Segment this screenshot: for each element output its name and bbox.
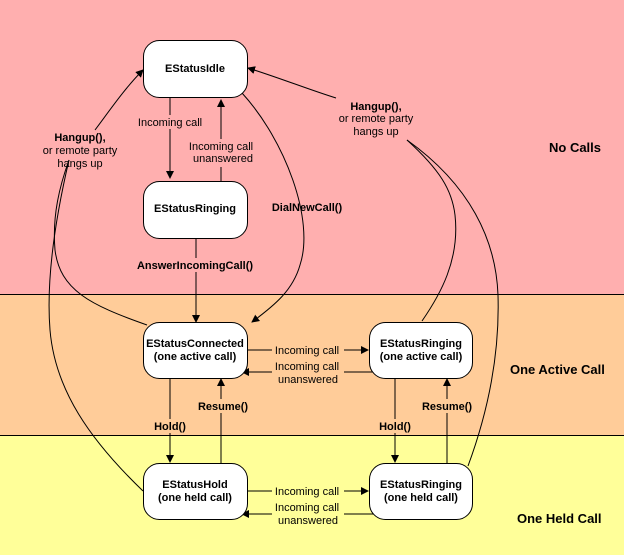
label-hangup-right-2: or remote party bbox=[339, 113, 414, 125]
edge-ringing-active-hangup bbox=[406, 139, 457, 322]
label-hold-right: Hold() bbox=[379, 421, 411, 433]
node-estatus-ringing-active: EStatusRinging (one active call) bbox=[369, 322, 473, 379]
label-hangup-left-3: hangs up bbox=[57, 158, 102, 170]
node-idle-title: EStatusIdle bbox=[165, 63, 225, 75]
node-connected-subtitle: (one active call) bbox=[154, 351, 237, 363]
node-hold-title: EStatusHold bbox=[162, 479, 227, 491]
node-estatus-connected: EStatusConnected (one active call) bbox=[143, 322, 248, 379]
label-answer-incoming-call: AnswerIncomingCall() bbox=[137, 260, 253, 272]
band-label-one-active-call: One Active Call bbox=[510, 362, 605, 377]
label-incoming-call-active: Incoming call bbox=[275, 345, 339, 357]
label-hangup-right-3: hangs up bbox=[353, 126, 398, 138]
label-dial-new-call: DialNewCall() bbox=[272, 202, 343, 214]
band-label-one-held-call: One Held Call bbox=[517, 511, 602, 526]
node-ringing-active-subtitle: (one active call) bbox=[380, 351, 463, 363]
node-estatus-hold: EStatusHold (one held call) bbox=[143, 463, 248, 520]
edge-hangup-connected-to-idle bbox=[53, 159, 148, 326]
node-ringing-held-subtitle: (one held call) bbox=[384, 492, 458, 504]
node-estatus-idle: EStatusIdle bbox=[143, 40, 248, 98]
band-no-calls bbox=[0, 0, 624, 295]
edge-hangup-hold-to-idle bbox=[48, 159, 144, 492]
label-hangup-left-2: or remote party bbox=[43, 145, 118, 157]
label-incoming-call-held: Incoming call bbox=[275, 486, 339, 498]
label-unanswered-idle-2: unanswered bbox=[193, 153, 253, 165]
edge-hangup-right-to-idle bbox=[247, 66, 337, 99]
node-ringing-title: EStatusRinging bbox=[154, 203, 236, 215]
node-hold-subtitle: (one held call) bbox=[158, 492, 232, 504]
node-connected-title: EStatusConnected bbox=[146, 338, 244, 350]
label-unanswered-idle-1: Incoming call bbox=[189, 141, 253, 153]
node-estatus-ringing-held: EStatusRinging (one held call) bbox=[369, 463, 473, 520]
label-resume-right: Resume() bbox=[422, 401, 472, 413]
label-resume-left: Resume() bbox=[198, 401, 248, 413]
label-incoming-call-idle: Incoming call bbox=[138, 117, 202, 129]
label-unanswered-active-2: unanswered bbox=[278, 374, 338, 386]
edge-hangup-label-to-idle bbox=[94, 69, 144, 131]
band-label-no-calls: No Calls bbox=[549, 140, 601, 155]
edge-ringing-held-hangup bbox=[406, 139, 499, 467]
label-unanswered-active-1: Incoming call bbox=[275, 361, 339, 373]
label-unanswered-held-2: unanswered bbox=[278, 515, 338, 527]
node-ringing-active-title: EStatusRinging bbox=[380, 338, 462, 350]
label-unanswered-held-1: Incoming call bbox=[275, 502, 339, 514]
label-hangup-left: Hangup(), bbox=[54, 132, 105, 144]
node-estatus-ringing: EStatusRinging bbox=[143, 181, 248, 239]
label-hangup-right: Hangup(), bbox=[350, 101, 401, 113]
edge-dial-new-call bbox=[241, 92, 305, 323]
label-hold-left: Hold() bbox=[154, 421, 186, 433]
node-ringing-held-title: EStatusRinging bbox=[380, 479, 462, 491]
